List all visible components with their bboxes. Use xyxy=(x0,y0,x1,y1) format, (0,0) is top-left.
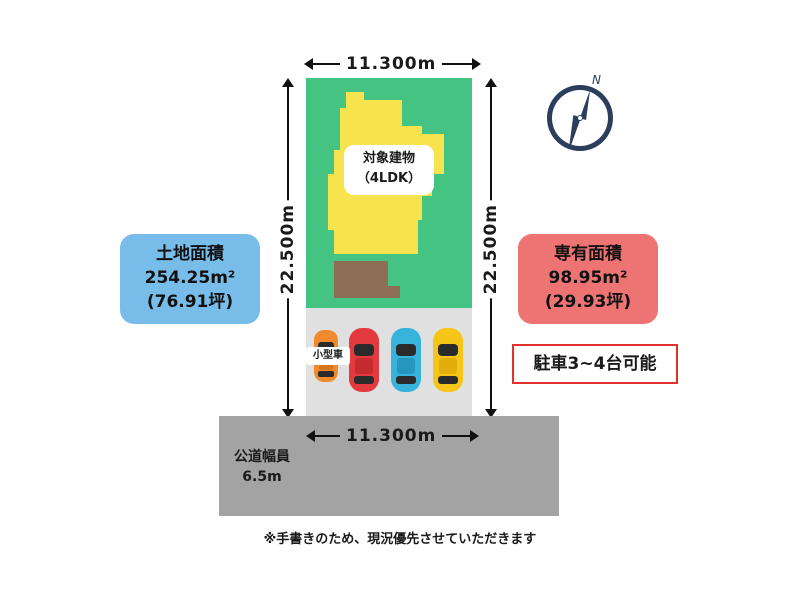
bottom-width-label: 11.300m xyxy=(340,426,443,446)
building-label: 対象建物 （4LDK） xyxy=(344,145,434,195)
road-label-line1: 公道幅員 xyxy=(234,449,290,465)
yellow-car xyxy=(433,328,463,392)
parking-capacity-note: 駐車3~4台可能 xyxy=(512,344,678,384)
right-depth-label: 22.500m xyxy=(481,200,501,299)
floor-area-m2: 98.95m² xyxy=(548,268,628,288)
parked-cars xyxy=(314,328,463,392)
road-label-line2: 6.5m xyxy=(242,469,282,485)
north-label: N xyxy=(592,73,601,87)
top-width-label: 11.300m xyxy=(340,54,443,74)
garage-footprint xyxy=(334,261,400,298)
land-area-tsubo: (76.91坪) xyxy=(146,292,234,312)
blue-car xyxy=(391,328,421,392)
floor-area-tsubo: (29.93坪) xyxy=(544,292,632,312)
building-layout: （4LDK） xyxy=(356,171,422,186)
floor-area-title: 専有面積 xyxy=(554,244,622,264)
land-area-title: 土地面積 xyxy=(156,244,224,264)
building-name: 対象建物 xyxy=(362,151,415,166)
land-area-box: 土地面積 254.25m² (76.91坪) xyxy=(120,234,260,324)
small-car-label: 小型車 xyxy=(306,347,350,365)
land-area-m2: 254.25m² xyxy=(144,268,236,288)
left-depth-label: 22.500m xyxy=(278,200,298,299)
red-car xyxy=(349,328,379,392)
floor-area-box: 専有面積 98.95m² (29.93坪) xyxy=(518,234,658,324)
road-label: 公道幅員 6.5m xyxy=(222,447,302,487)
footnote: ※手書きのため、現況優先させていただきます xyxy=(263,532,537,547)
compass-icon: N xyxy=(547,73,613,151)
